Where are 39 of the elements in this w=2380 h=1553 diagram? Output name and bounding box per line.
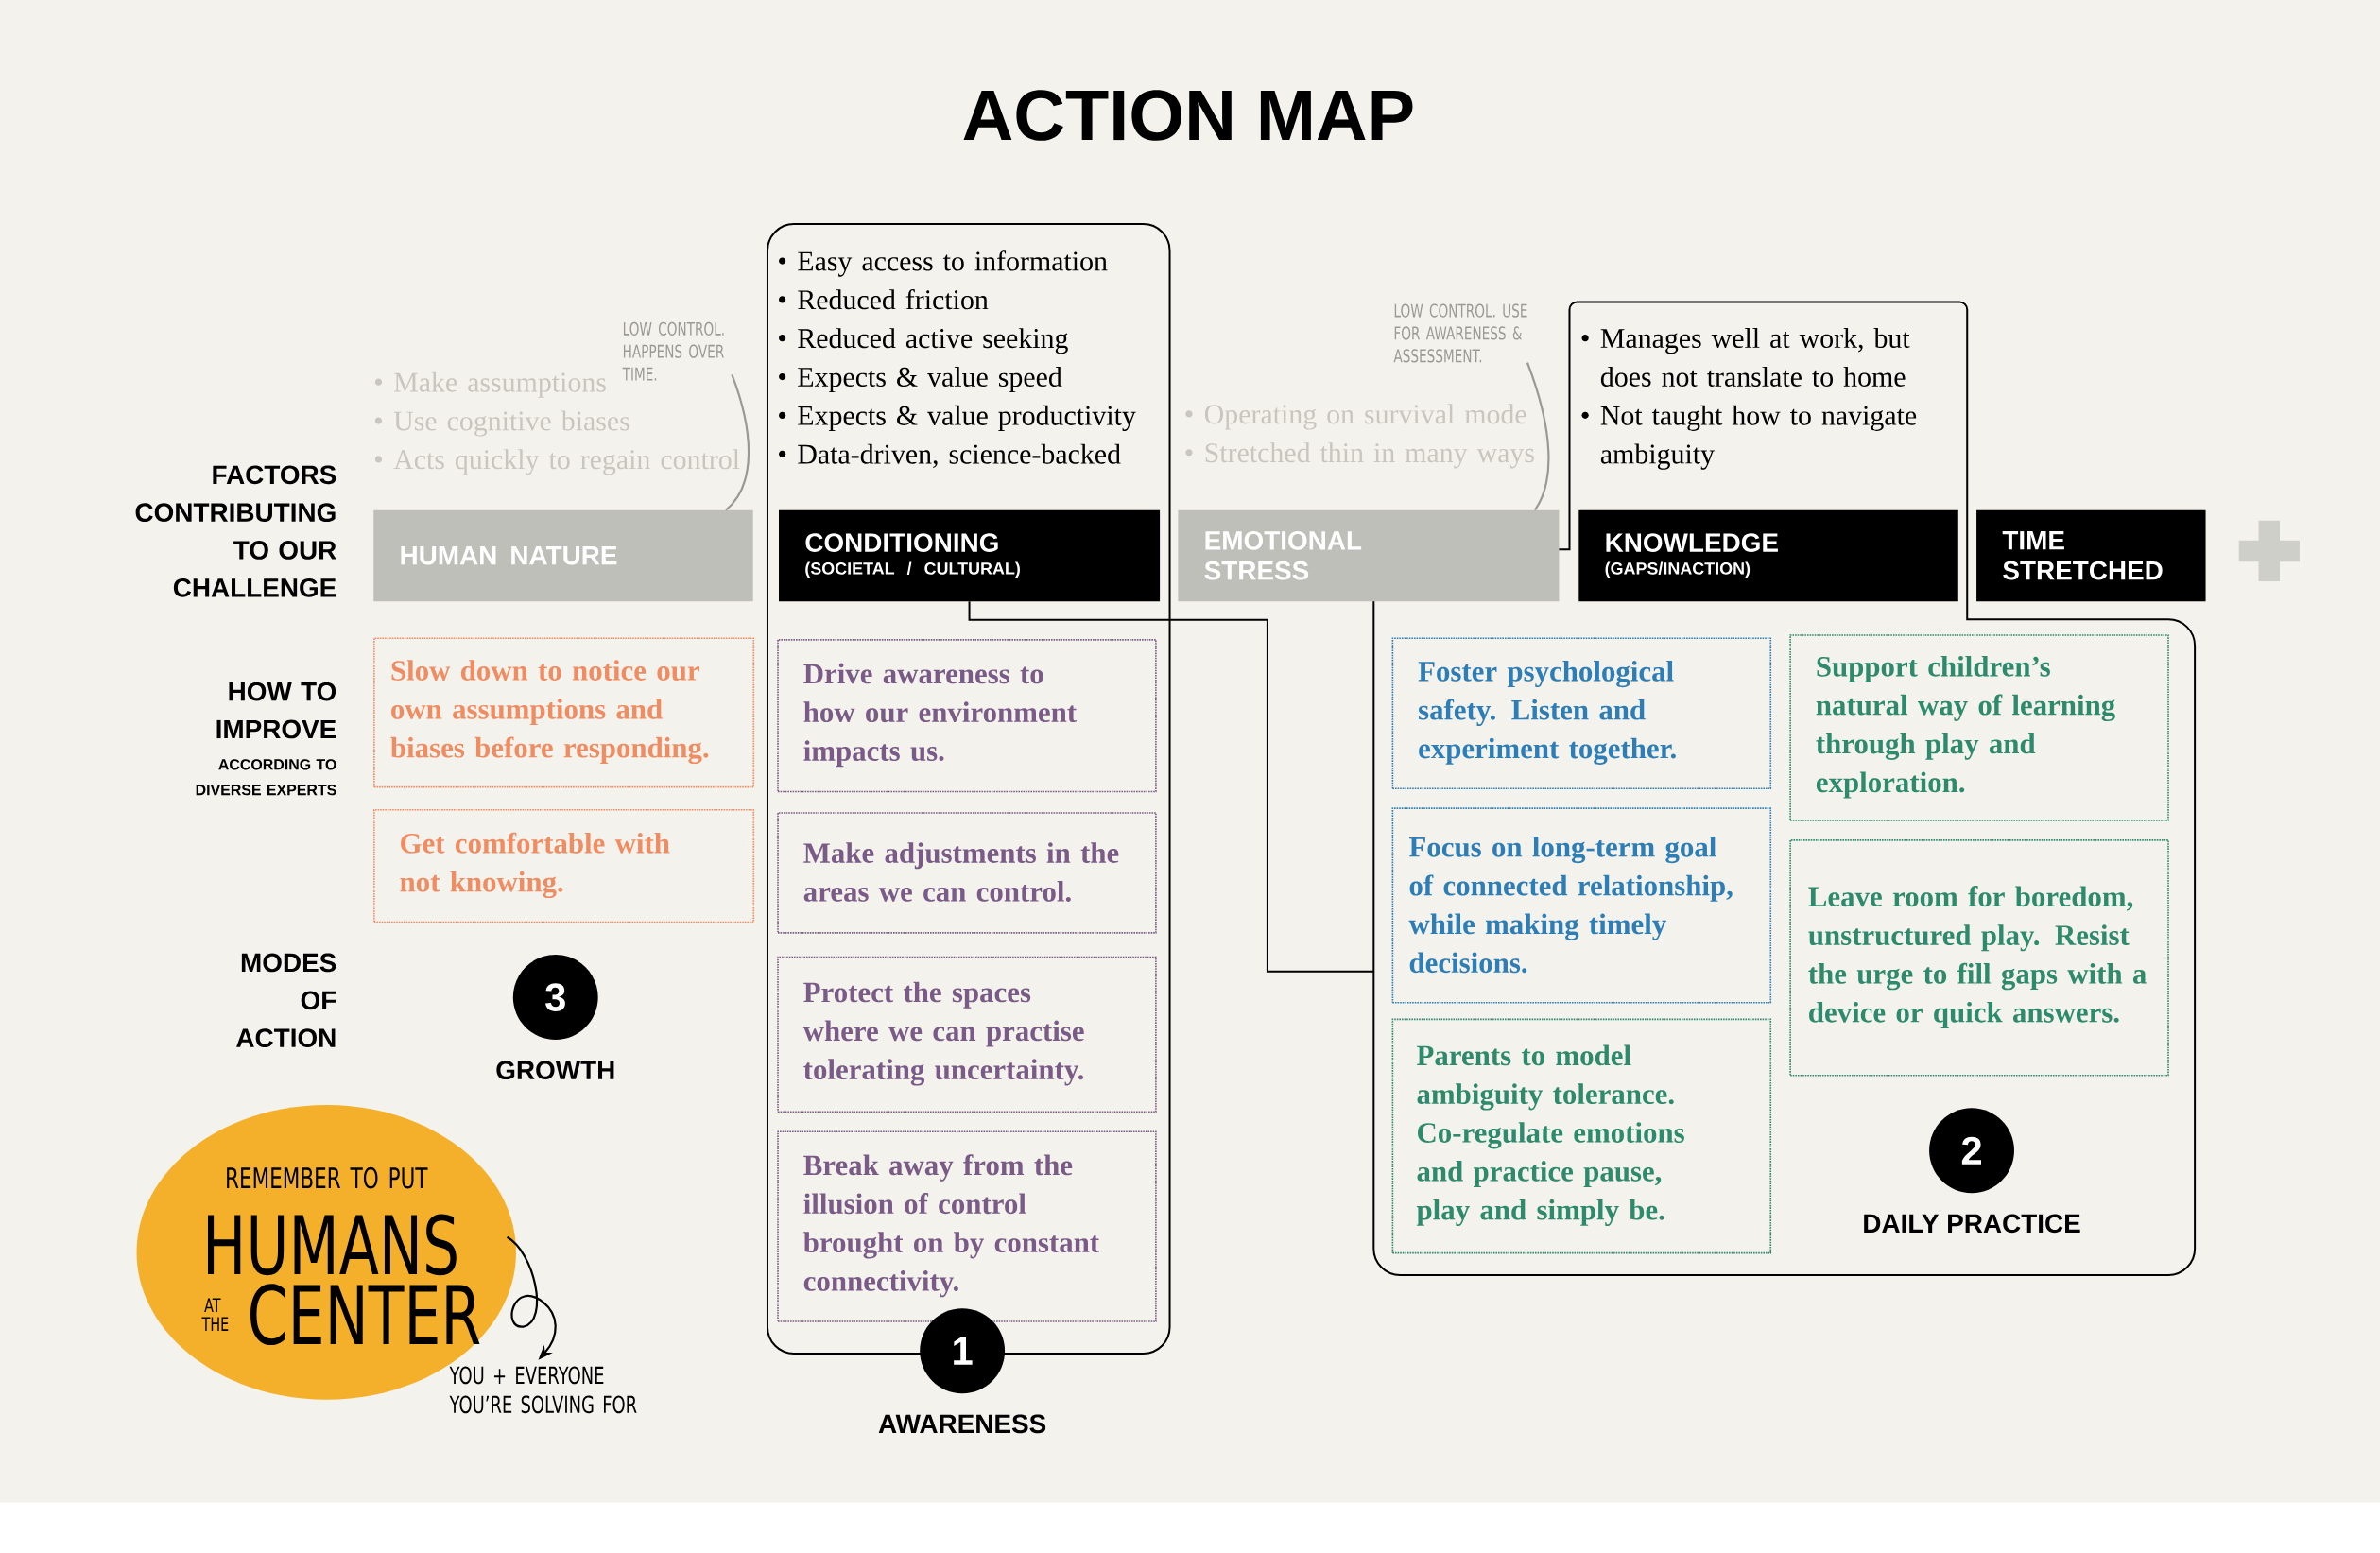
number-badge: 3: [512, 955, 598, 1041]
tip-box: Parents to model ambiguity tolerance. Co-regulate emotions and practice pause, play and simply be.: [1391, 1018, 1772, 1254]
row-label: FACTORS CONTRIBUTING TO OUR CHALLENGE: [135, 465, 336, 597]
leader-line: [1526, 362, 1550, 511]
number-badge: 2: [1929, 1108, 2014, 1194]
leader-line: [725, 374, 750, 511]
tip-box: Support children’s natural way of learning through play and exploration.: [1789, 634, 2169, 821]
header-box: EMOTIONAL STRESS: [1178, 509, 1560, 602]
header-box: CONDITIONING (SOCIETAL / CULTURAL): [779, 509, 1161, 602]
handwritten-note: LOW CONTROL. USE FOR AWARENESS & ASSESSMENT.: [1393, 303, 1527, 363]
title: ACTION MAP: [963, 90, 1413, 141]
handwritten-note: YOU + EVERYONE YOU’RE SOLVING FOR: [449, 1366, 637, 1414]
handwritten-text: AT THE: [201, 1298, 229, 1331]
handwritten-text: HUMANS: [208, 1214, 457, 1276]
bullet-list: Manages well at work, but does not translate to home Not taught how to navigate ambiguity: [1581, 328, 1917, 470]
row-label: ACCORDING TO DIVERSE EXPERTS: [196, 759, 336, 796]
header-box: KNOWLEDGE (GAPS/INACTION): [1578, 509, 1958, 602]
mode-label: DAILY PRACTICE: [1864, 1214, 2080, 1234]
tip-box: Get comfortable with not knowing.: [373, 809, 755, 923]
tip-box: Leave room for boredom, unstructured play. Resist the urge to fill gaps with a device or quick answers.: [1789, 839, 2169, 1077]
tip-box: Slow down to notice our own assumptions and biases before responding.: [373, 637, 755, 788]
row-label: MODES OF ACTION: [236, 953, 336, 1048]
handwritten-text: REMEMBER TO PUT: [227, 1166, 428, 1189]
connector-line: [968, 600, 1375, 973]
tip-box: Make adjustments in the areas we can control.: [777, 812, 1157, 934]
header-box: TIME STRETCHED: [1976, 509, 2206, 602]
tip-box: Focus on long-term goal of connected relationship, while making timely decisions.: [1391, 807, 1772, 1004]
handwritten-text: CENTER: [250, 1284, 480, 1346]
bullet-list: Easy access to information Reduced friction Reduced active seeking Expects & value speed Expects & value productivity Data-driven, science-backed: [779, 250, 1136, 469]
mode-label: GROWTH: [496, 1061, 614, 1080]
mode-label: AWARENESS: [878, 1414, 1046, 1434]
handwritten-note: LOW CONTROL. HAPPENS OVER TIME.: [622, 321, 724, 381]
tip-box: Foster psychological safety. Listen and experiment together.: [1391, 637, 1772, 790]
row-label: HOW TO IMPROVE: [216, 682, 336, 739]
tip-box: Protect the spaces where we can practise tolerating uncertainty.: [777, 956, 1157, 1113]
number-badge: 1: [920, 1308, 1006, 1394]
tip-box: Drive awareness to how our environment impacts us.: [777, 639, 1157, 793]
header-box: HUMAN NATURE: [373, 509, 753, 602]
tip-box: Break away from the illusion of control brought on by constant connectivity.: [777, 1130, 1157, 1322]
